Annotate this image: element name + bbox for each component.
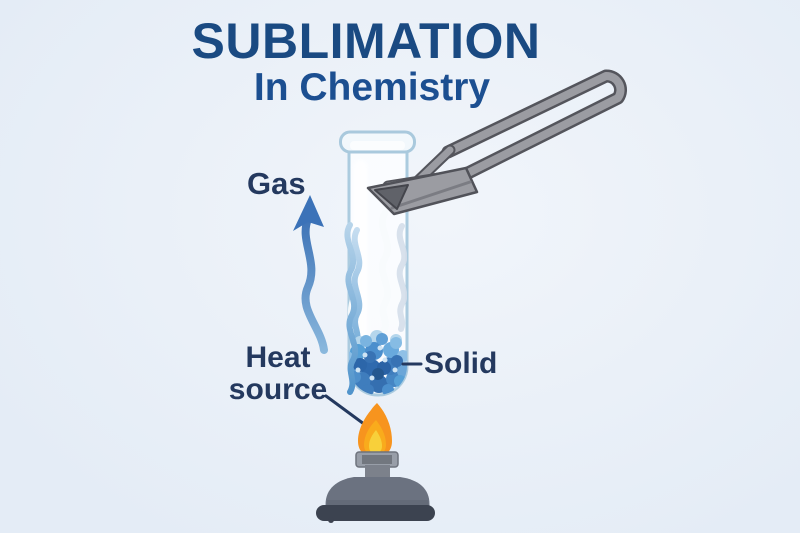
vapor-wave-pale xyxy=(396,223,407,332)
tongs-jaw-opening xyxy=(374,184,409,210)
vapor-wave-white xyxy=(378,209,392,334)
vapor-wave-boundary xyxy=(344,222,358,395)
heat-pointer-line xyxy=(324,394,366,426)
tube-mouth-highlight xyxy=(350,141,405,150)
tongs-jaw-edge xyxy=(390,180,472,210)
tongs xyxy=(366,69,627,216)
burner-base-foot xyxy=(328,517,334,523)
flame-core xyxy=(369,430,382,453)
gas-arrow-tail xyxy=(301,215,328,354)
flame xyxy=(358,403,392,457)
burner-base-rim xyxy=(316,505,435,521)
subtitle: In Chemistry xyxy=(253,66,491,109)
tongs-loop xyxy=(441,69,627,183)
gas-label: Gas xyxy=(247,166,306,201)
burner-body xyxy=(325,477,430,510)
heat-source-line2: source xyxy=(228,373,328,406)
burner-collar-band xyxy=(362,455,392,464)
main-title: SUBLIMATION xyxy=(191,13,541,69)
gas-arrow-head xyxy=(293,195,324,231)
solid-label: Solid xyxy=(424,347,498,380)
heat-source-line1: Heat xyxy=(245,341,311,374)
heat-source-label: Heat source xyxy=(229,342,327,406)
vapor-wave-inner-blue xyxy=(351,227,363,345)
gas-arrow xyxy=(293,195,328,354)
burner xyxy=(316,451,435,523)
